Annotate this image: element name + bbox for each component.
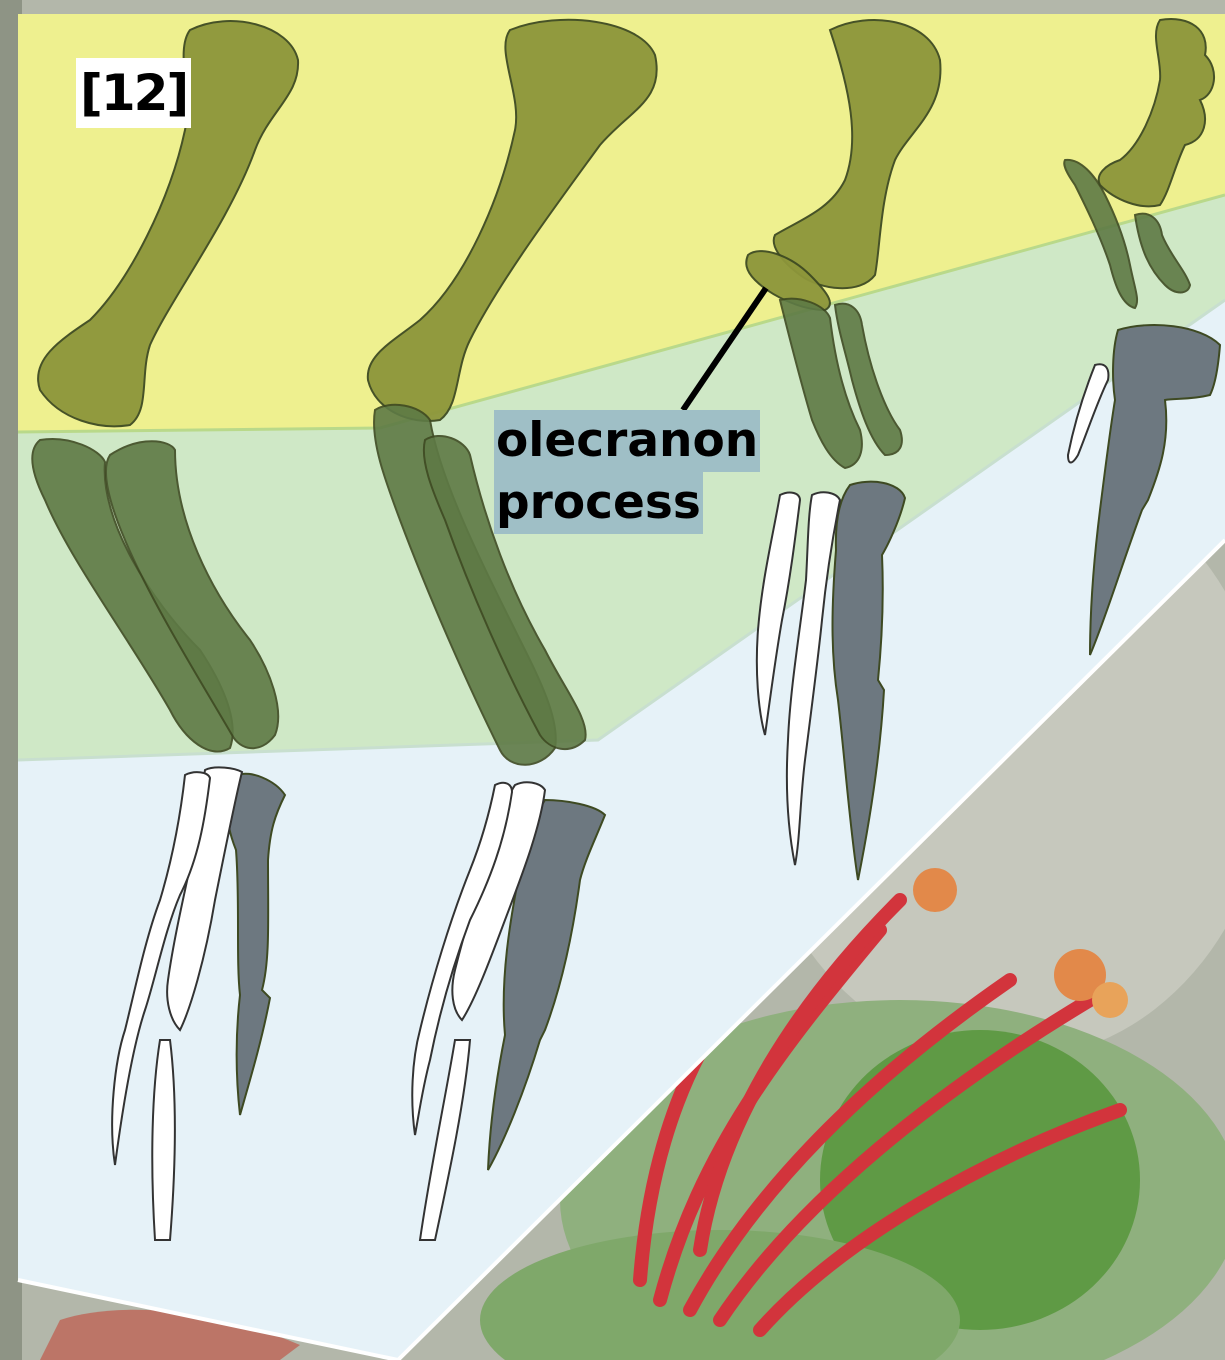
callout-line-2: process — [494, 472, 703, 534]
panel-label: [12] — [76, 58, 191, 128]
callout-line-1: olecranon — [494, 410, 760, 472]
olecranon-process-callout: olecranon process — [494, 410, 746, 534]
